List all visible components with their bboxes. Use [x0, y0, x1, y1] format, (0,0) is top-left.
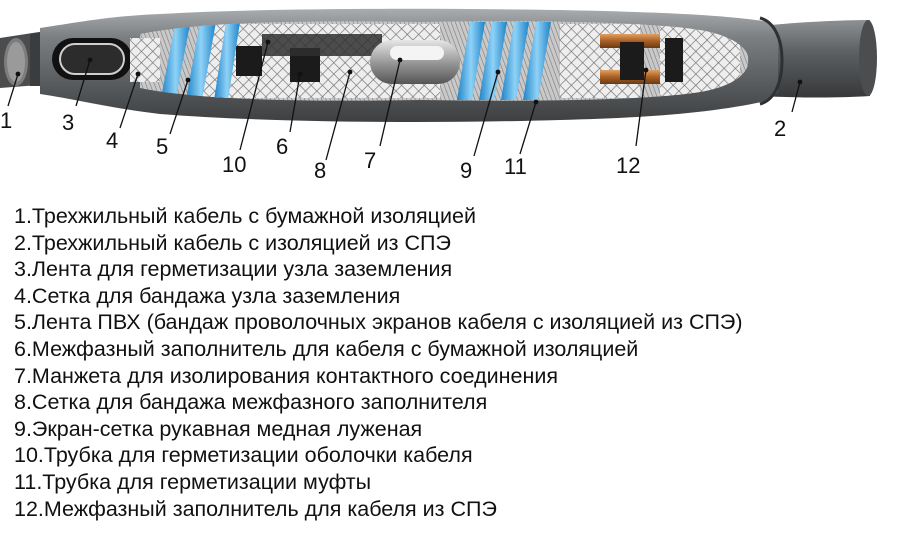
legend-item: 4.Сетка для бандажа узла заземления — [14, 283, 401, 308]
callout-1: 1 — [0, 108, 13, 133]
legend-item: 6.Межфазный заполнитель для кабеля с бум… — [14, 336, 639, 361]
callout-3: 3 — [62, 110, 75, 135]
legend-item: 12.Межфазный заполнитель для кабеля из С… — [14, 496, 497, 521]
legend-item: 9.Экран-сетка рукавная медная луженая — [14, 416, 423, 441]
callout-2: 2 — [774, 116, 787, 141]
callout-12: 12 — [616, 153, 641, 178]
callout-11: 11 — [504, 154, 527, 179]
cutaway-interior — [140, 21, 749, 101]
legend-item: 8.Сетка для бандажа межфазного заполните… — [14, 390, 488, 415]
legend-item: 2.Трехжильный кабель с изоляцией из СПЭ — [14, 230, 451, 255]
legend-item: 1.Трехжильный кабель с бумажной изоляцие… — [14, 204, 476, 228]
xlpe-cable — [760, 20, 877, 98]
leader-lines — [7, 41, 801, 161]
legend-item: 5.Лента ПВХ (бандаж проволочных экранов … — [14, 310, 743, 335]
callout-8: 8 — [314, 158, 327, 183]
grounding-mesh — [130, 38, 160, 82]
cable-joint-diagram — [0, 8, 877, 161]
callout-10: 10 — [222, 152, 247, 177]
legend-item: 11.Трубка для герметизации муфты — [14, 469, 372, 494]
callout-4: 4 — [106, 128, 119, 153]
legend-item: 10.Трубка для герметизации оболочки кабе… — [14, 443, 473, 468]
legend-item: 3.Лента для герметизации узла заземления — [14, 257, 453, 282]
callout-6: 6 — [276, 134, 289, 159]
legend-list: 1.Трехжильный кабель с бумажной изоляцие… — [14, 203, 743, 522]
legend-item: 7.Манжета для изолирования контактного с… — [14, 363, 559, 388]
callout-9: 9 — [460, 158, 473, 183]
callout-5: 5 — [156, 134, 169, 159]
callout-7: 7 — [364, 148, 377, 173]
